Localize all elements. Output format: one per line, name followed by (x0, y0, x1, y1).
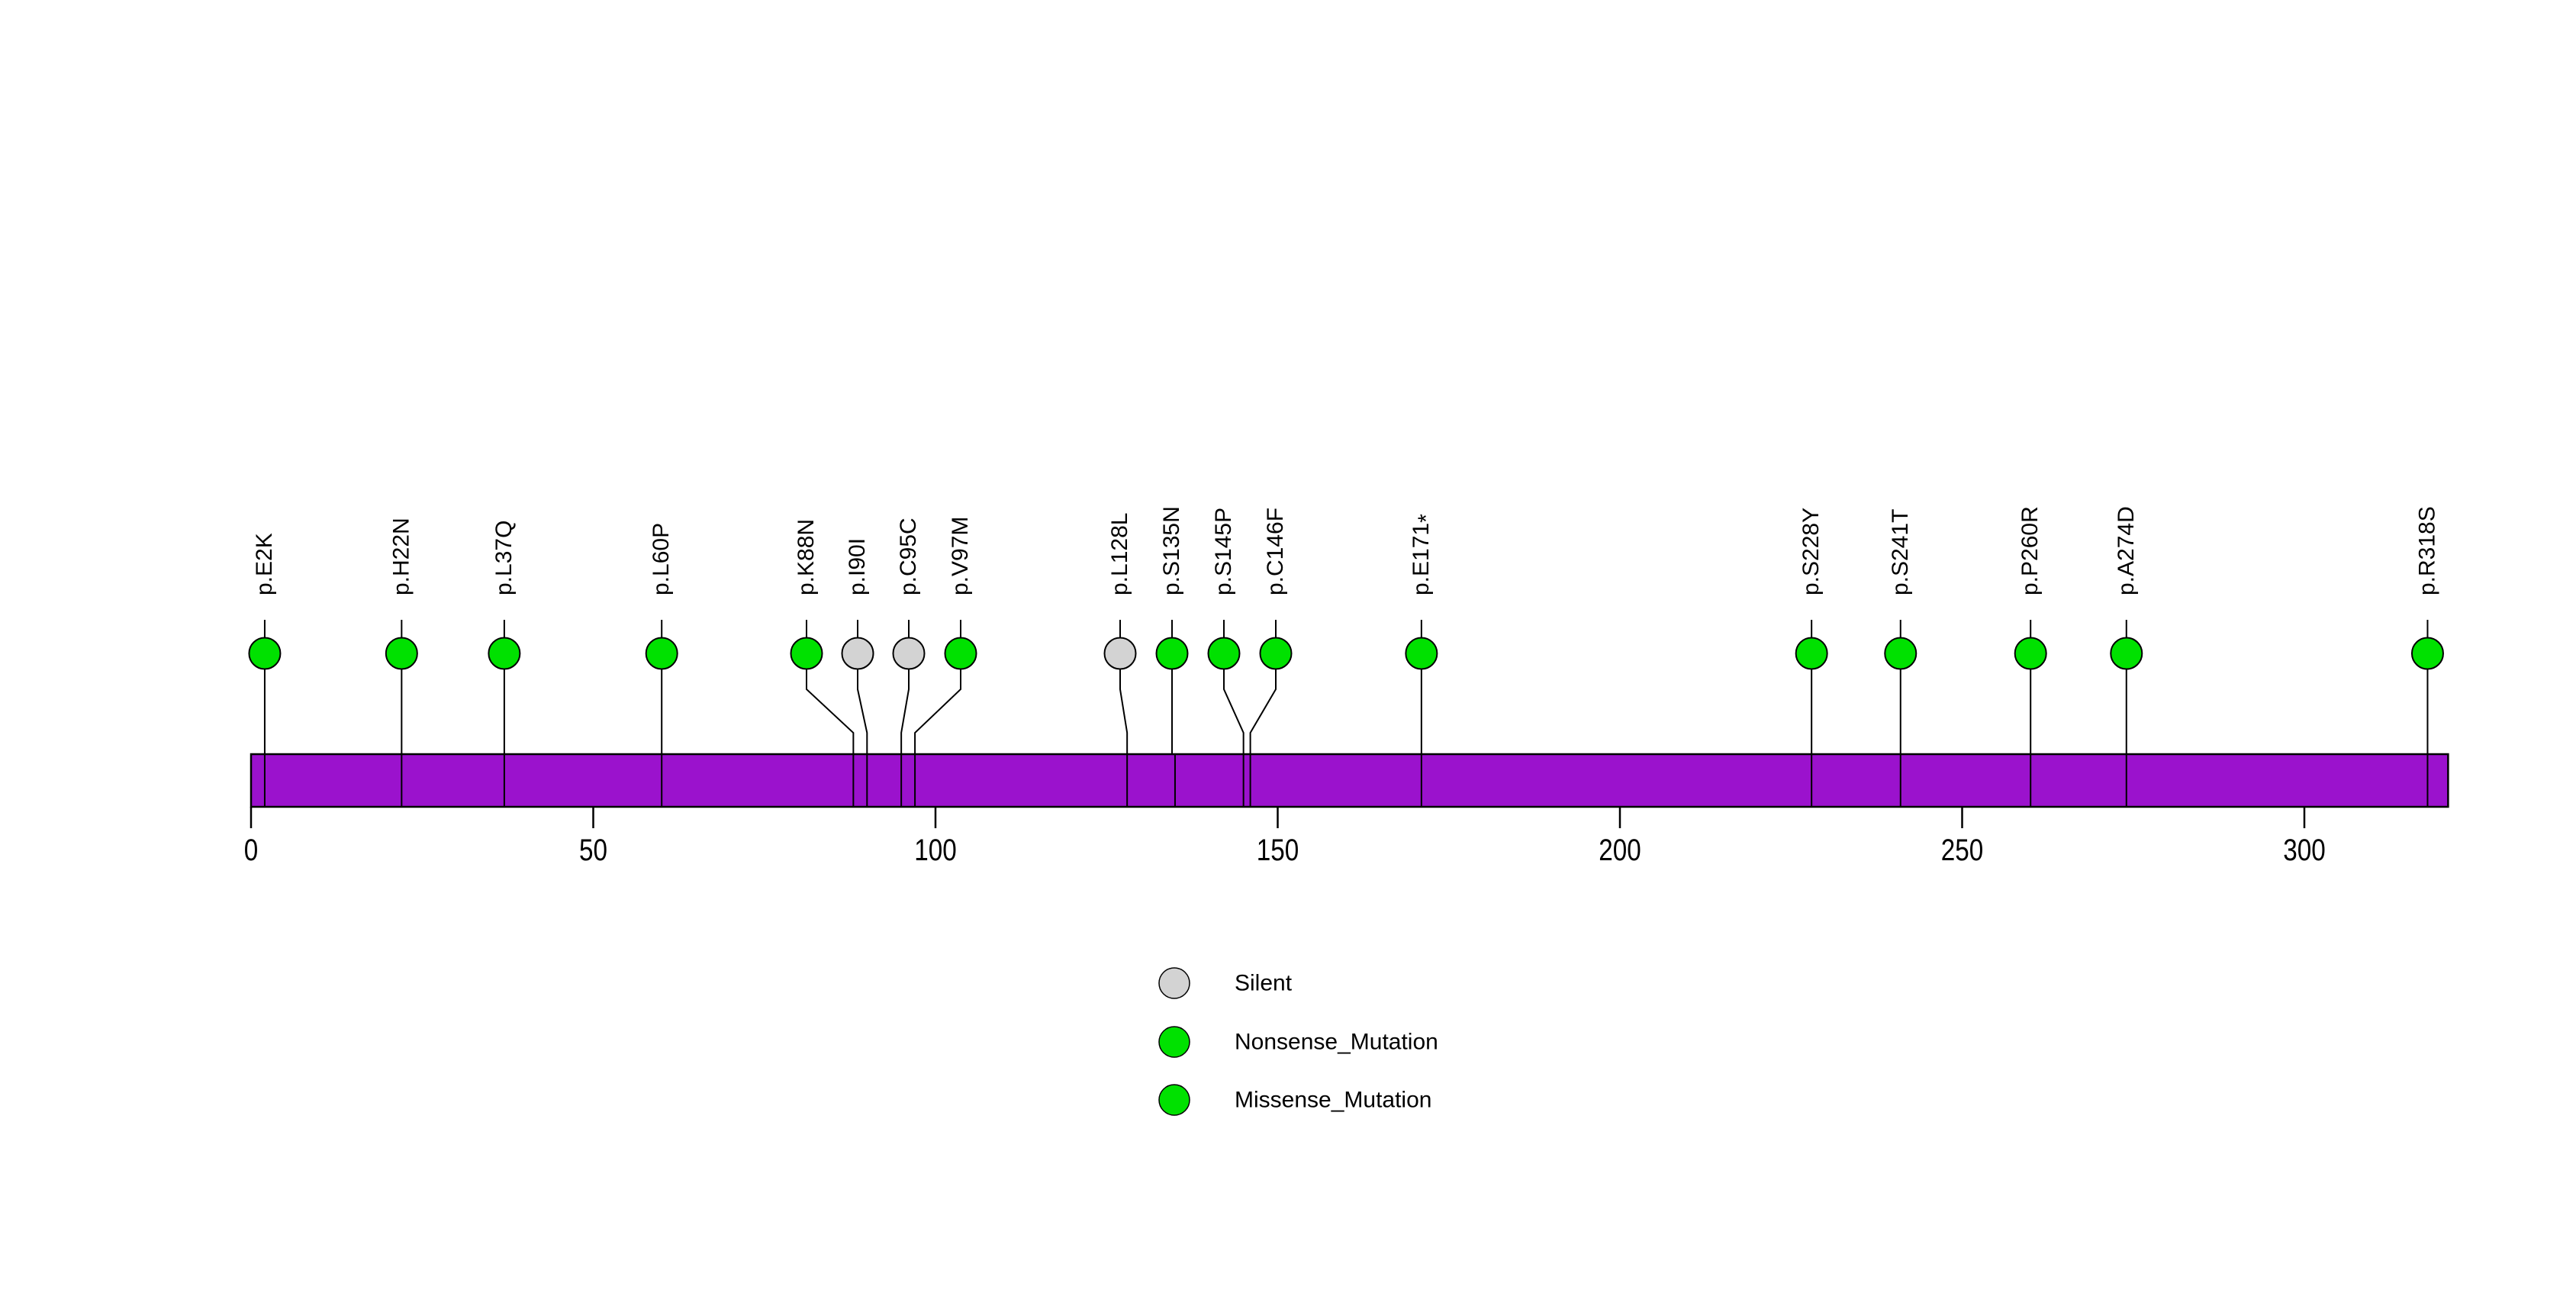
mutation-label: p.S145P (1211, 508, 1236, 595)
mutation-stem (806, 669, 855, 754)
mutation-circle-missense_mutation (488, 637, 521, 670)
mutation-label: p.I90I (845, 538, 870, 595)
mutation-stem (1119, 669, 1129, 754)
legend-swatch-missense_mutation (1158, 1084, 1190, 1116)
mutation-circle-missense_mutation (2410, 637, 2444, 670)
mutation-circle-missense_mutation (790, 637, 823, 670)
mutation-circle-missense_mutation (645, 637, 678, 670)
mutation-stem (900, 669, 910, 754)
mutation-circle-silent (841, 637, 874, 670)
mutation-label: p.K88N (794, 519, 819, 595)
mutation-circle-silent (1103, 637, 1137, 670)
axis-tick-label: 300 (2283, 834, 2326, 867)
protein-domain-bar (250, 753, 2449, 808)
mutation-stem (1249, 669, 1277, 754)
axis-tick-label: 100 (914, 834, 957, 867)
mutation-circle-silent (892, 637, 926, 670)
mutation-circle-missense_mutation (248, 637, 282, 670)
legend-label: Nonsense_Mutation (1235, 1030, 1438, 1055)
mutation-label: p.L60P (649, 523, 674, 595)
mutation-circle-missense_mutation (1155, 637, 1189, 670)
legend-label: Missense_Mutation (1235, 1088, 1431, 1113)
mutation-circle-missense_mutation (1884, 637, 1918, 670)
axis-tick-label: 0 (244, 834, 259, 867)
mutation-label: p.R318S (2414, 506, 2439, 595)
mutation-label: p.L37Q (491, 521, 517, 595)
mutation-circle-missense_mutation (944, 637, 977, 670)
mutation-stem (914, 669, 961, 754)
mutation-circle-missense_mutation (2014, 637, 2047, 670)
legend-swatch-silent (1158, 967, 1190, 999)
axis-tick-label: 150 (1257, 834, 1299, 867)
mutation-label: p.S135N (1159, 506, 1184, 595)
mutation-circle-nonsense_mutation (1405, 637, 1438, 670)
mutation-label: p.C146F (1263, 508, 1288, 595)
mutation-label: p.L128L (1107, 513, 1132, 595)
axis-tick-label: 200 (1599, 834, 1641, 867)
legend-label: Silent (1235, 971, 1293, 996)
mutation-label: p.H22N (388, 518, 414, 595)
axis-tick-label: 50 (579, 834, 607, 867)
mutation-circle-missense_mutation (1259, 637, 1293, 670)
mutation-circle-missense_mutation (2110, 637, 2143, 670)
mutation-label: p.S228Y (1798, 508, 1824, 595)
mutation-stem (1223, 669, 1245, 754)
mutation-circle-missense_mutation (1795, 637, 1828, 670)
mutation-circle-missense_mutation (385, 637, 418, 670)
mutation-label: p.S241T (1888, 509, 1913, 595)
mutation-label: p.P260R (2017, 506, 2043, 595)
mutation-label: p.A274D (2114, 506, 2139, 595)
legend-swatch-nonsense_mutation (1158, 1026, 1190, 1058)
axis-tick-label: 250 (1941, 834, 1984, 867)
mutation-label: p.E2K (252, 533, 277, 595)
mutation-label: p.C95C (896, 518, 921, 595)
mutation-circle-missense_mutation (1207, 637, 1241, 670)
mutation-label: p.E171* (1409, 514, 1439, 595)
mutation-label: p.V97M (948, 517, 973, 595)
mutation-stem (857, 669, 868, 754)
